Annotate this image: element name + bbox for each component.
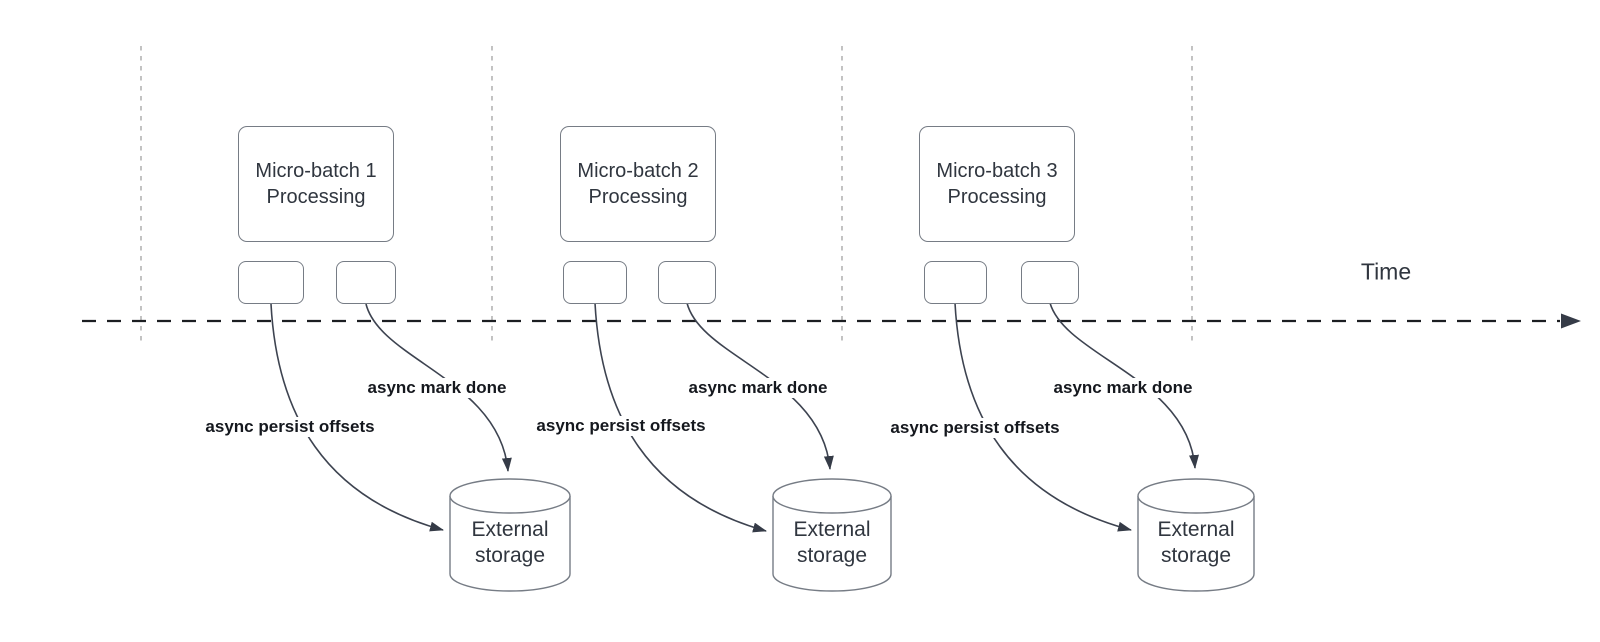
micro-batch-1-box: Micro-batch 1 Processing xyxy=(238,126,394,242)
micro-batch-2-title-line1: Micro-batch 2 xyxy=(577,160,699,182)
micro-batch-1-title-line2: Processing xyxy=(266,186,366,208)
mark-done-arrow-1 xyxy=(365,303,512,472)
external-storage-cylinder-2 xyxy=(772,478,892,592)
micro-batch-2-box: Micro-batch 2 Processing xyxy=(560,126,716,242)
offset-node-2 xyxy=(563,261,627,304)
micro-batch-3-title-line1: Micro-batch 3 xyxy=(936,160,1058,182)
offset-node-1 xyxy=(238,261,304,304)
offset-node-3 xyxy=(924,261,987,304)
mark-done-label-2: async mark done xyxy=(686,378,830,398)
persist-offsets-label-1: async persist offsets xyxy=(203,417,377,437)
mark-done-label-3: async mark done xyxy=(1051,378,1195,398)
external-storage-label-3: External storage xyxy=(1157,517,1234,569)
external-storage-cylinder-3 xyxy=(1137,478,1255,592)
mark-done-node-2 xyxy=(658,261,716,304)
mark-done-arrow-3 xyxy=(1049,302,1199,469)
persist-offsets-arrow-3 xyxy=(954,302,1132,532)
mark-done-node-3 xyxy=(1021,261,1079,304)
mark-done-arrow-2 xyxy=(686,302,834,470)
external-storage-label-1: External storage xyxy=(471,517,548,569)
external-storage-label-3-line2: storage xyxy=(1160,544,1232,567)
persist-offsets-label-2: async persist offsets xyxy=(534,416,708,436)
micro-batch-2-title-line2: Processing xyxy=(588,186,688,208)
mark-done-node-1 xyxy=(336,261,396,304)
persist-offsets-label-3: async persist offsets xyxy=(888,418,1062,438)
external-storage-label-2-line2: storage xyxy=(796,544,868,567)
micro-batch-1-title-line1: Micro-batch 1 xyxy=(255,160,377,182)
persist-offsets-arrow-2 xyxy=(594,302,767,533)
micro-batch-3-box: Micro-batch 3 Processing xyxy=(919,126,1075,242)
external-storage-label-1-line1: External xyxy=(471,518,549,541)
persist-offsets-arrow-1 xyxy=(270,303,444,532)
external-storage-label-2-line1: External xyxy=(793,518,871,541)
mark-done-label-1: async mark done xyxy=(365,378,509,398)
micro-batch-3-title-line2: Processing xyxy=(947,186,1047,208)
time-axis-label: Time xyxy=(1360,258,1412,285)
external-storage-label-2: External storage xyxy=(793,517,870,569)
external-storage-label-1-line2: storage xyxy=(474,544,546,567)
external-storage-cylinder-1 xyxy=(449,478,571,592)
external-storage-label-3-line1: External xyxy=(1157,518,1235,541)
time-axis-arrowhead-icon xyxy=(1561,313,1581,329)
